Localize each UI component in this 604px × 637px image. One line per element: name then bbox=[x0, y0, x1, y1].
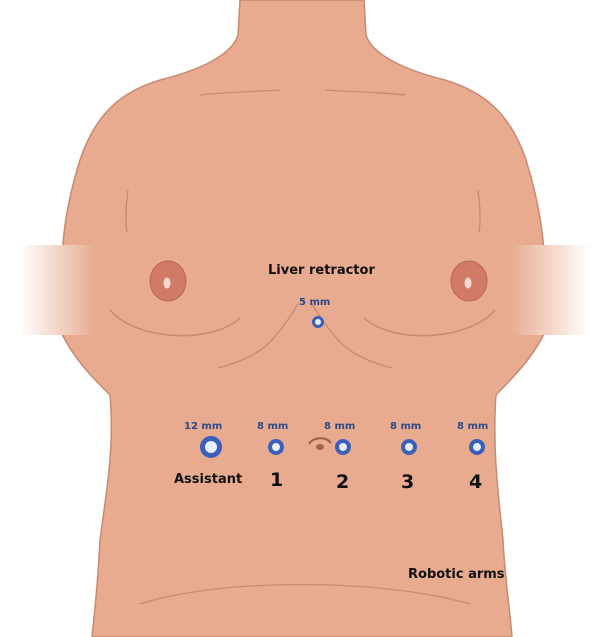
left-arm-fade bbox=[20, 245, 95, 335]
port-size-label-8mm-4: 8 mm bbox=[457, 421, 488, 432]
port-size-label-8mm-1: 8 mm bbox=[257, 421, 288, 432]
port-size-label-5mm: 5 mm bbox=[299, 297, 330, 308]
robotic-arms-label: Robotic arms bbox=[408, 567, 505, 582]
port-size-label-12mm: 12 mm bbox=[184, 421, 222, 432]
left-nipple bbox=[164, 278, 171, 289]
right-nipple bbox=[465, 278, 472, 289]
port-size-label-8mm-3: 8 mm bbox=[390, 421, 421, 432]
arm-number-3: 3 bbox=[401, 471, 414, 493]
right-arm-fade bbox=[510, 245, 590, 335]
liver-retractor-label: Liver retractor bbox=[268, 263, 375, 278]
port-8mm-arm-2 bbox=[335, 439, 351, 455]
arm-number-2: 2 bbox=[336, 471, 349, 493]
umbilicus bbox=[316, 444, 324, 450]
port-12mm-assistant bbox=[200, 436, 222, 458]
port-8mm-arm-3 bbox=[401, 439, 417, 455]
port-8mm-arm-1 bbox=[268, 439, 284, 455]
port-5mm-liver bbox=[312, 316, 324, 328]
torso-shape bbox=[60, 0, 546, 637]
arm-number-4: 4 bbox=[469, 471, 482, 493]
port-size-label-8mm-2: 8 mm bbox=[324, 421, 355, 432]
port-8mm-arm-4 bbox=[469, 439, 485, 455]
arm-number-1: 1 bbox=[270, 469, 283, 491]
assistant-label: Assistant bbox=[174, 472, 242, 487]
